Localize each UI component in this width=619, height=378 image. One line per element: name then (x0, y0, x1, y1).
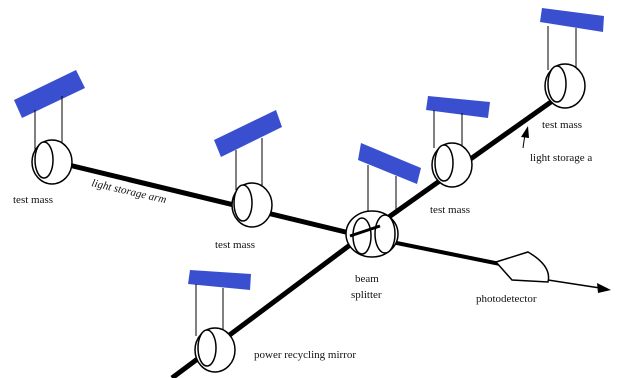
test-mass-upper-right (540, 8, 604, 109)
test-mass-upper-mid (426, 96, 490, 188)
mirror-face (197, 329, 217, 367)
test-mass-center (214, 110, 282, 228)
photodetector-output-line (547, 279, 601, 289)
light-storage-arm-pointer (521, 126, 529, 149)
output-arrowhead (597, 283, 611, 293)
beam-splitter (345, 143, 421, 258)
splitter-face-left (352, 217, 372, 255)
splitter-face-right (374, 214, 396, 254)
pendulum-block (540, 8, 604, 32)
test-mass-left-label: test mass (13, 194, 53, 206)
test-mass-left (14, 70, 85, 185)
light-storage-arm-right-label: light storage a (530, 152, 592, 164)
test-mass-upper-right-label: test mass (542, 119, 582, 131)
pendulum-block (426, 96, 490, 118)
pendulum-block (14, 70, 85, 118)
left-arm-beam (47, 157, 363, 239)
mirror-face (547, 65, 567, 103)
beam-splitter-label: beam (355, 273, 379, 285)
pendulum-block (188, 270, 251, 290)
splitter-beam-through (349, 224, 381, 238)
mirror-face (233, 184, 253, 222)
power-recycling-mirror-label: power recycling mirror (254, 349, 356, 361)
pointer-arrowhead (521, 126, 529, 138)
photodetector (494, 251, 550, 283)
power-recycling-mirror (188, 270, 251, 373)
test-mass-center-label: test mass (215, 239, 255, 251)
pendulum-block (358, 143, 421, 184)
beam-splitter-label-line2: splitter (351, 289, 382, 301)
mirror-face (34, 141, 54, 179)
mirror-face (434, 144, 454, 182)
photodetector-label: photodetector (476, 293, 537, 305)
photodetector-cone (494, 251, 550, 283)
pendulum-block (214, 110, 282, 157)
test-mass-upper-mid-label: test mass (430, 204, 470, 216)
